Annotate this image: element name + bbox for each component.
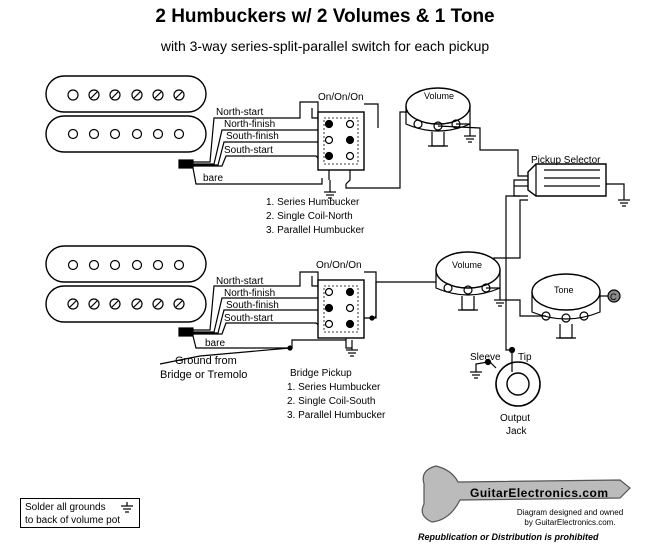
bridge-volume-label: Volume [452, 260, 482, 270]
jack-label-line2: Jack [506, 426, 528, 437]
page-title: 2 Humbuckers w/ 2 Volumes & 1 Tone [155, 6, 495, 27]
neck-wire-label: South-finish [226, 131, 279, 142]
brand-logo [421, 465, 631, 523]
neck-switch-label: On/On/On [318, 92, 364, 103]
tone-pot [506, 273, 612, 339]
neck-switch-position: 3. Parallel Humbucker [266, 225, 365, 236]
bridge-pole-screws [67, 259, 185, 310]
neck-switch-position: 2. Single Coil-North [266, 211, 353, 222]
tone-label: Tone [554, 285, 574, 295]
republication-notice: Republication or Distribution is prohibi… [418, 532, 599, 542]
brand-name: GuitarElectronics.com [470, 486, 609, 500]
ground-label-line1: Ground from [175, 355, 237, 367]
bridge-switch-position: 1. Series Humbucker [287, 382, 381, 393]
bridge-humbucker [45, 245, 207, 337]
neck-wire-label: North-start [216, 107, 263, 118]
bridge-switch [311, 271, 377, 349]
bridge-switch-ground-icon [346, 340, 358, 357]
bridge-wire-label: North-finish [224, 288, 275, 299]
bridge-wire-labels: North-start North-finish South-finish So… [205, 276, 279, 349]
neck-switch-positions: 1. Series Humbucker 2. Single Coil-North… [266, 197, 365, 236]
brand-credit: Diagram designed and owned by GuitarElec… [500, 508, 640, 528]
capacitor-label: C [610, 292, 617, 302]
solder-note-line2: to back of volume pot [25, 515, 121, 526]
neck-volume-label: Volume [424, 91, 454, 101]
jack-label-line1: Output [500, 413, 530, 424]
page-subtitle: with 3-way series-split-parallel switch … [160, 38, 490, 54]
bridge-switch-position: 2. Single Coil-South [287, 396, 375, 407]
bridge-wire-label: South-finish [226, 300, 279, 311]
bridge-volume-pot [435, 251, 506, 311]
bridge-switch-position: 3. Parallel Humbucker [287, 410, 386, 421]
bridge-wire-label: North-start [216, 276, 263, 287]
bridge-wire-label: South-start [224, 313, 273, 324]
bridge-wire-label: bare [205, 338, 225, 349]
neck-switch-position: 1. Series Humbucker [266, 197, 360, 208]
neck-wire-label: bare [203, 173, 223, 184]
neck-switch [311, 103, 379, 185]
solder-note-line1: Solder all grounds [25, 502, 106, 513]
note-ground-icon [121, 502, 133, 513]
neck-wire-label: North-finish [224, 119, 275, 130]
neck-wire-labels: North-start North-finish South-finish So… [203, 107, 279, 184]
capacitor-icon [607, 289, 621, 303]
ground-from-bridge-wire [159, 347, 291, 365]
neck-pole-screws [67, 89, 185, 140]
jack-tip-label: Tip [518, 352, 532, 363]
neck-volume-pot [405, 87, 528, 177]
solder-note: Solder all grounds to back of volume pot [20, 498, 140, 528]
bridge-section-title: Bridge Pickup [290, 368, 352, 379]
neck-humbucker [45, 75, 207, 169]
neck-switch-ground-icon [324, 191, 336, 199]
pickup-selector [493, 163, 630, 351]
brand-credit-line2: by GuitarElectronics.com. [524, 518, 616, 527]
ground-label-line2: Bridge or Tremolo [160, 369, 247, 381]
brand-credit-line1: Diagram designed and owned [516, 508, 624, 517]
bridge-switch-label: On/On/On [316, 260, 362, 271]
neck-wire-label: South-start [224, 145, 273, 156]
pickup-selector-label: Pickup Selector [531, 155, 601, 166]
jack-sleeve-label: Sleeve [470, 352, 501, 363]
output-jack [470, 346, 541, 407]
bridge-switch-positions: 1. Series Humbucker 2. Single Coil-South… [287, 382, 386, 421]
